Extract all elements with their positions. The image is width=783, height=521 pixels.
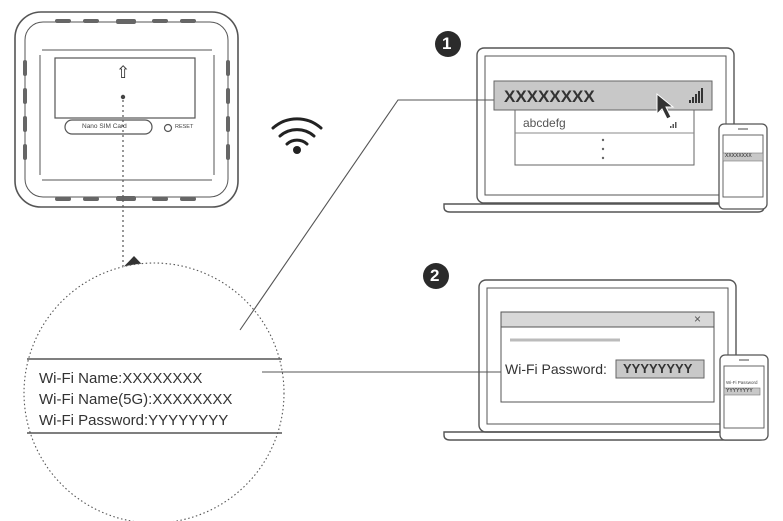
wifi-icon-dot: [293, 146, 301, 154]
network-dropdown: [514, 109, 695, 166]
network-selected-row: [493, 80, 713, 111]
sim-slot: [64, 119, 153, 135]
router-label-dot: [120, 94, 126, 100]
label-wifi-password: Wi-Fi Password:YYYYYYYY: [39, 412, 229, 429]
selected-network-name: XXXXXXXX: [504, 87, 595, 106]
router-vents: [23, 19, 230, 201]
phone-network-row: [722, 152, 764, 162]
phone-password-value: YYYYYYYY: [726, 388, 753, 394]
phone-step2: [719, 354, 769, 441]
password-value: YYYYYYYY: [623, 361, 693, 376]
step1-badge: [435, 31, 461, 57]
label-wifi-name: Wi-Fi Name:XXXXXXXX: [39, 370, 203, 387]
step2-badge: [423, 263, 449, 289]
wifi-icon: [271, 117, 323, 146]
reset-button-icon: [163, 123, 173, 133]
cursor-icon: [656, 92, 675, 120]
password-value-box: [615, 359, 705, 379]
reset-label: RESET: [175, 124, 194, 130]
router-body: [14, 11, 239, 208]
more-networks-dots: [601, 138, 605, 160]
phone-password-label: Wi-Fi Password: [726, 380, 758, 385]
password-label: Wi-Fi Password:: [505, 361, 607, 377]
other-network-name: abcdefg: [523, 116, 566, 130]
dialog-titlebar: [500, 311, 715, 328]
phone-network-name: XXXXXXXX: [725, 153, 752, 159]
signal-icon: [689, 88, 703, 103]
sim-slot-label: Nano SIM Card: [82, 123, 127, 130]
connector-step1: [239, 99, 495, 331]
phone-password-row: [723, 387, 761, 396]
router-label-panel: [54, 57, 196, 119]
phone-step1: [718, 123, 768, 210]
signal-icon-small: [670, 122, 677, 128]
step1-number: 1: [442, 34, 452, 53]
magnifier-circle: [23, 262, 285, 521]
dialog-close-icon: ×: [694, 312, 702, 326]
router-arrow-up-icon: ⇧: [116, 63, 131, 82]
label-wifi-name-5g: Wi-Fi Name(5G):XXXXXXXX: [39, 391, 233, 408]
step2-number: 2: [430, 266, 440, 285]
